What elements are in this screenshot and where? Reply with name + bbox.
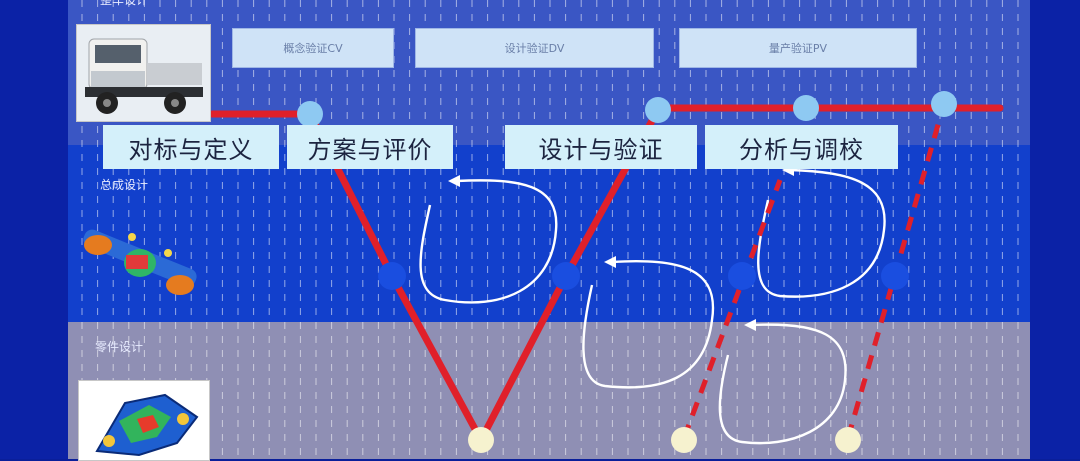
node-top-2 xyxy=(645,97,671,123)
section-label-vehicle: 整车设计 xyxy=(100,0,149,7)
loop-2 xyxy=(582,260,715,389)
band-vehicle xyxy=(68,0,1030,145)
node-mid-3 xyxy=(728,262,756,290)
loop-4 xyxy=(718,323,847,445)
phase-dv: 设计验证DV xyxy=(415,28,654,68)
stage-benchmark: 对标与定义 xyxy=(103,125,279,169)
band-parts xyxy=(68,322,1030,459)
node-bottom-1 xyxy=(468,427,494,453)
part-drawing xyxy=(79,381,209,460)
node-top-1 xyxy=(297,101,323,127)
node-mid-2 xyxy=(552,262,580,290)
stage-concept-eval: 方案与评价 xyxy=(287,125,453,169)
dashed-left xyxy=(681,179,783,439)
node-mid-4 xyxy=(881,262,909,290)
node-bottom-3 xyxy=(835,427,861,453)
section-label-parts: 零件设计 xyxy=(95,340,144,354)
right-border xyxy=(1030,0,1080,459)
part-stress-icon xyxy=(78,380,210,461)
stage-design-verify: 设计与验证 xyxy=(505,125,697,169)
loop-1 xyxy=(419,179,558,304)
band-assembly xyxy=(68,145,1030,322)
phase-pv: 量产验证PV xyxy=(679,28,917,68)
axle-assembly-icon xyxy=(83,229,197,295)
node-top-4 xyxy=(931,91,957,117)
node-top-3 xyxy=(793,95,819,121)
grid-lines xyxy=(81,0,1019,459)
node-bottom-2 xyxy=(671,427,697,453)
nodes xyxy=(297,91,957,453)
loop-4-arrowhead xyxy=(744,319,756,331)
truck-drawing xyxy=(77,25,210,121)
stage-analysis-tune: 分析与调校 xyxy=(705,125,898,169)
truck-photo-icon xyxy=(76,24,211,122)
loop-3 xyxy=(757,168,886,298)
phase-cv: 概念验证CV xyxy=(232,28,394,68)
node-mid-1 xyxy=(378,262,406,290)
section-label-assembly: 总成设计 xyxy=(100,178,149,192)
loops xyxy=(419,164,886,445)
loop-2-arrowhead xyxy=(604,256,616,268)
loop-1-arrowhead xyxy=(448,175,460,187)
left-border xyxy=(0,0,68,459)
